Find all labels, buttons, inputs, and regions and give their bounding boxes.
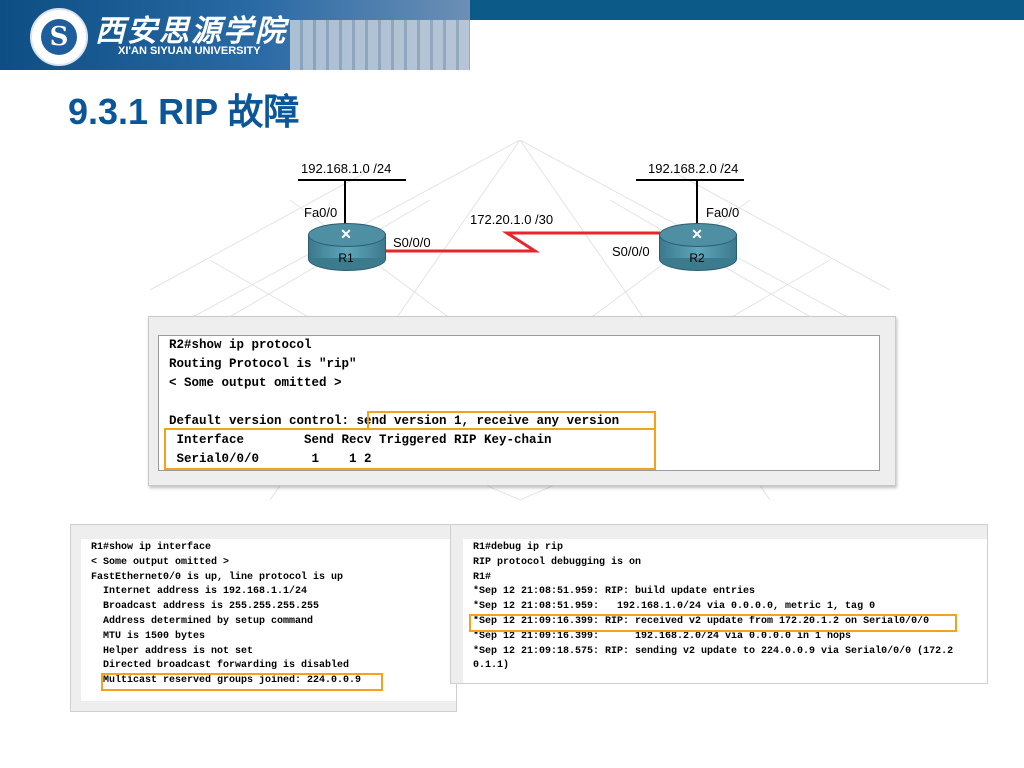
console-line: *Sep 12 21:08:51.959: RIP: build update …: [473, 586, 756, 598]
console-line: MTU is 1500 bytes: [91, 630, 206, 642]
router-arrows-icon: ✕: [340, 226, 352, 242]
console-line: R1#: [473, 571, 492, 583]
page-title: 9.3.1 RIP 故障: [68, 91, 300, 132]
console-line: RIP protocol debugging is on: [473, 556, 642, 568]
console-line: < Some output omitted >: [169, 376, 342, 390]
r2-fa-label: Fa0/0: [706, 205, 740, 220]
console-line: Interface Send Recv Triggered RIP Key-ch…: [169, 433, 552, 447]
router-top: [308, 223, 386, 247]
console-line: Address determined by setup command: [91, 616, 314, 627]
serial-link: [384, 231, 660, 253]
r1-serial-label: S0/0/0: [393, 235, 431, 250]
router-r1[interactable]: ✕ R1: [308, 223, 386, 271]
r1-fa-label: Fa0/0: [304, 205, 338, 220]
console-line: FastEthernet0/0 is up, line protocol is …: [91, 571, 344, 583]
interface-highlight-box: [164, 428, 656, 470]
show-ip-protocol-panel: R2#show ip protocol Routing Protocol is …: [148, 316, 896, 486]
show-ip-interface-console: R1#show ip interface < Some output omitt…: [81, 539, 456, 701]
debug-ip-rip-console: R1#debug ip rip RIP protocol debugging i…: [463, 539, 987, 683]
r2-serial-label: S0/0/0: [612, 244, 650, 259]
campus-building-image: [290, 20, 470, 70]
console-line: Internet address is 192.168.1.1/24: [91, 586, 308, 598]
logo-glyph: S: [41, 19, 77, 55]
console-line: *Sep 12 21:09:18.575: RIP: sending v2 up…: [473, 645, 954, 657]
router-top: [659, 223, 737, 247]
lan2-label: 192.168.2.0 /24: [648, 161, 739, 176]
university-name-cn: 西安思源学院: [95, 14, 287, 49]
debug-ip-rip-panel: R1#debug ip rip RIP protocol debugging i…: [450, 524, 988, 684]
console-line: R1#show ip interface: [91, 542, 212, 553]
router-r2-label: R2: [689, 251, 705, 265]
router-r1-label: R1: [338, 251, 354, 265]
console-line: 0.1.1): [473, 660, 510, 672]
received-update-highlight-box: [469, 614, 957, 632]
console-line: R1#debug ip rip: [473, 542, 564, 553]
university-logo: S: [30, 8, 88, 66]
router-arrows-icon: ✕: [691, 226, 703, 242]
console-line: *Sep 12 21:09:16.399: 192.168.2.0/24 via…: [473, 630, 852, 642]
console-line: Helper address is not set: [91, 645, 254, 657]
console-line: Directed broadcast forwarding is disable…: [91, 660, 350, 672]
show-ip-protocol-console: R2#show ip protocol Routing Protocol is …: [158, 335, 880, 471]
header-top-bar: [470, 0, 1024, 20]
console-line: Routing Protocol is "rip": [169, 357, 357, 371]
console-line: < Some output omitted >: [91, 556, 230, 568]
topology-links: [298, 179, 744, 253]
router-r2[interactable]: ✕ R2: [659, 223, 737, 271]
lan1-label: 192.168.1.0 /24: [301, 161, 392, 176]
version-highlight-box: [367, 411, 656, 430]
console-line: R2#show ip protocol: [169, 338, 312, 352]
university-name-en: XI'AN SIYUAN UNIVERSITY: [118, 45, 261, 57]
wan-label: 172.20.1.0 /30: [470, 212, 554, 227]
console-line: *Sep 12 21:08:51.959: 192.168.1.0/24 via…: [473, 601, 876, 613]
console-line: *Sep 12 21:09:16.399: RIP: received v2 u…: [473, 616, 930, 627]
show-ip-interface-panel: R1#show ip interface < Some output omitt…: [70, 524, 457, 712]
console-line: Default version control: send version 1,…: [169, 414, 620, 428]
console-line: Broadcast address is 255.255.255.255: [91, 601, 320, 613]
console-line: Multicast reserved groups joined: 224.0.…: [91, 675, 362, 687]
multicast-highlight-box: [101, 673, 383, 691]
header-banner: S 西安思源学院 XI'AN SIYUAN UNIVERSITY: [0, 0, 470, 70]
console-line: Serial0/0/0 1 1 2: [169, 452, 372, 466]
